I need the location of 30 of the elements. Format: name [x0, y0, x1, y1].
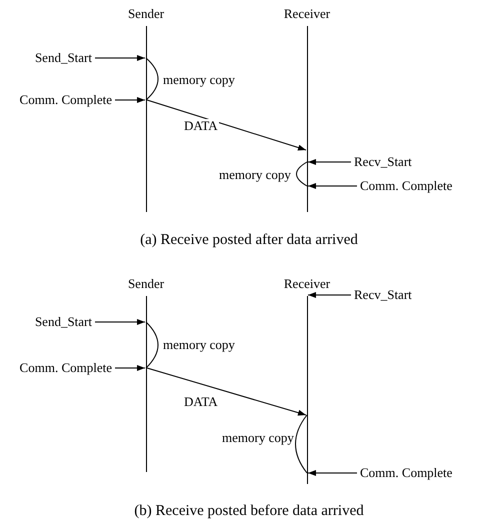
arrow	[308, 183, 358, 189]
arrow	[308, 470, 358, 476]
event-label: Recv_Start	[354, 287, 438, 303]
lifeline-label: Receiver	[284, 6, 330, 22]
arrow	[114, 97, 146, 103]
lifeline-label: Receiver	[284, 276, 330, 292]
edge-label: DATA	[183, 119, 219, 133]
arrow	[146, 100, 306, 150]
memory-copy-label: memory copy	[163, 337, 235, 353]
memory-copy-label: memory copy	[222, 430, 294, 446]
event-label: Send_Start	[14, 50, 92, 66]
arrow	[94, 55, 146, 61]
caption: (a) Receive posted after data arrived	[139, 232, 359, 248]
arrow	[308, 159, 352, 165]
arrow	[94, 319, 146, 325]
event-label: Send_Start	[14, 314, 92, 330]
event-label: Comm. Complete	[2, 92, 112, 108]
event-label: Comm. Complete	[360, 178, 498, 194]
event-label: Comm. Complete	[360, 465, 498, 481]
event-label: Recv_Start	[354, 154, 438, 170]
memory-copy-label: memory copy	[219, 167, 291, 183]
edge-label: DATA	[183, 395, 219, 409]
lifeline-label: Sender	[128, 276, 164, 292]
arrow	[146, 368, 306, 416]
event-label: Comm. Complete	[2, 360, 112, 376]
memory-copy-label: memory copy	[163, 72, 235, 88]
caption: (b) Receive posted before data arrived	[133, 503, 365, 519]
arrow	[308, 292, 352, 298]
lifeline-label: Sender	[128, 6, 164, 22]
arrow	[114, 365, 146, 371]
